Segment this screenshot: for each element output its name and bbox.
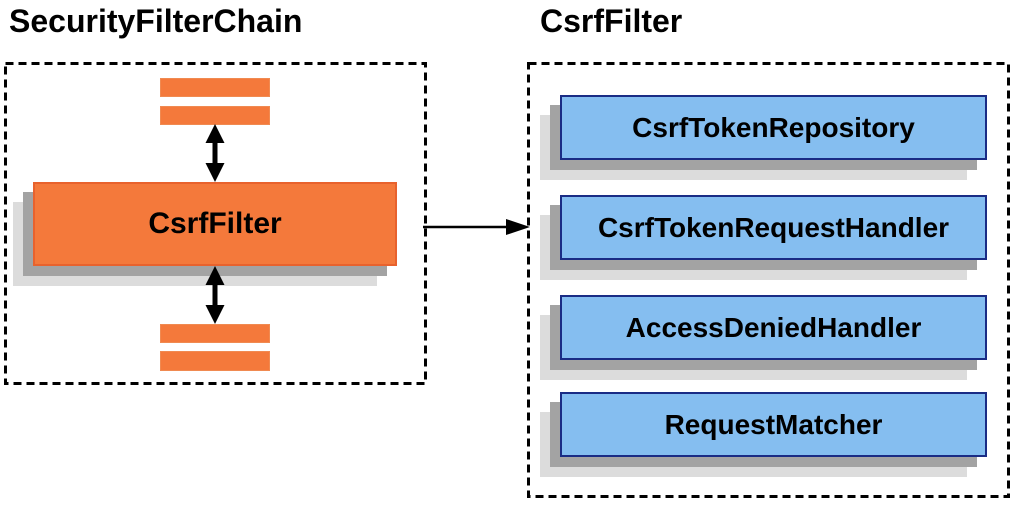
filter-placeholder-bar xyxy=(160,351,270,371)
filter-placeholder-bar xyxy=(160,324,270,343)
component-box-access-denied-handler: AccessDeniedHandler xyxy=(560,295,987,360)
csrf-filter-boundary xyxy=(527,62,1010,498)
bidirectional-arrow-icon xyxy=(205,266,225,324)
filter-placeholder-bar xyxy=(160,106,270,125)
flow-arrow-icon xyxy=(423,219,530,235)
filter-placeholder-bar xyxy=(160,78,270,97)
csrf-filter-node-label: CsrfFilter xyxy=(148,207,282,240)
security-filter-chain-title: SecurityFilterChain xyxy=(9,3,303,39)
component-box-csrf-token-repository: CsrfTokenRepository xyxy=(560,95,987,160)
bidirectional-arrow-icon xyxy=(205,124,225,182)
component-box-csrf-token-request-handler: CsrfTokenRequestHandler xyxy=(560,195,987,260)
component-label: CsrfTokenRepository xyxy=(632,111,915,143)
csrf-filter-title: CsrfFilter xyxy=(540,3,683,39)
component-label: CsrfTokenRequestHandler xyxy=(597,211,950,243)
component-box-request-matcher: RequestMatcher xyxy=(560,392,987,457)
component-label: RequestMatcher xyxy=(664,408,883,440)
component-label: AccessDeniedHandler xyxy=(625,311,922,343)
security-filter-chain-boundary xyxy=(4,62,427,385)
csrf-filter-node: CsrfFilter xyxy=(33,182,397,266)
